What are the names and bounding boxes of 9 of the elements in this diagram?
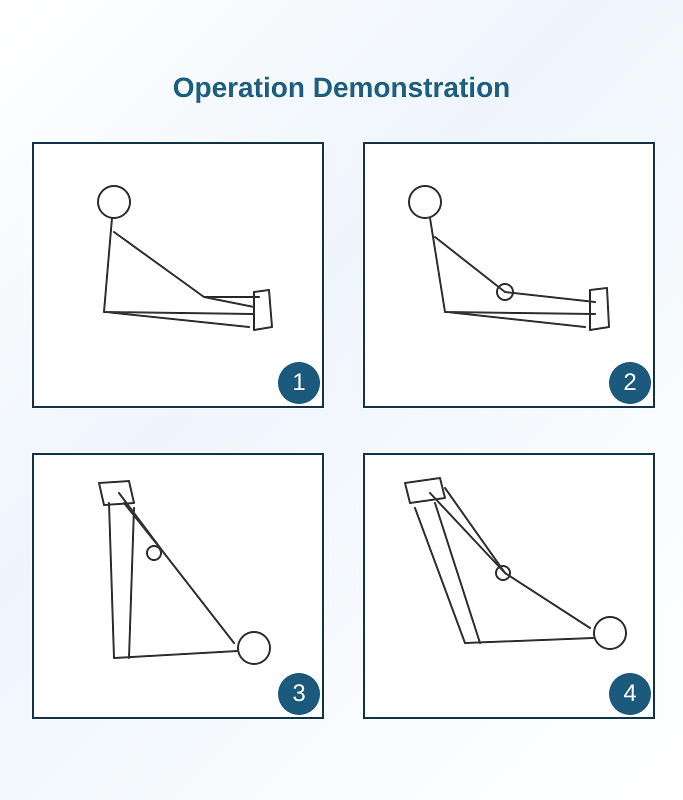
illustration-panel — [32, 142, 324, 408]
title: Operation Demonstration — [172, 72, 512, 104]
step-number: 3 — [278, 673, 320, 715]
step-number: 2 — [609, 362, 651, 404]
step-number: 1 — [278, 362, 320, 404]
illustration-panel — [32, 453, 324, 719]
illustration-panel — [363, 453, 655, 719]
illustration-panel — [363, 142, 655, 408]
step-number: 4 — [609, 673, 651, 715]
